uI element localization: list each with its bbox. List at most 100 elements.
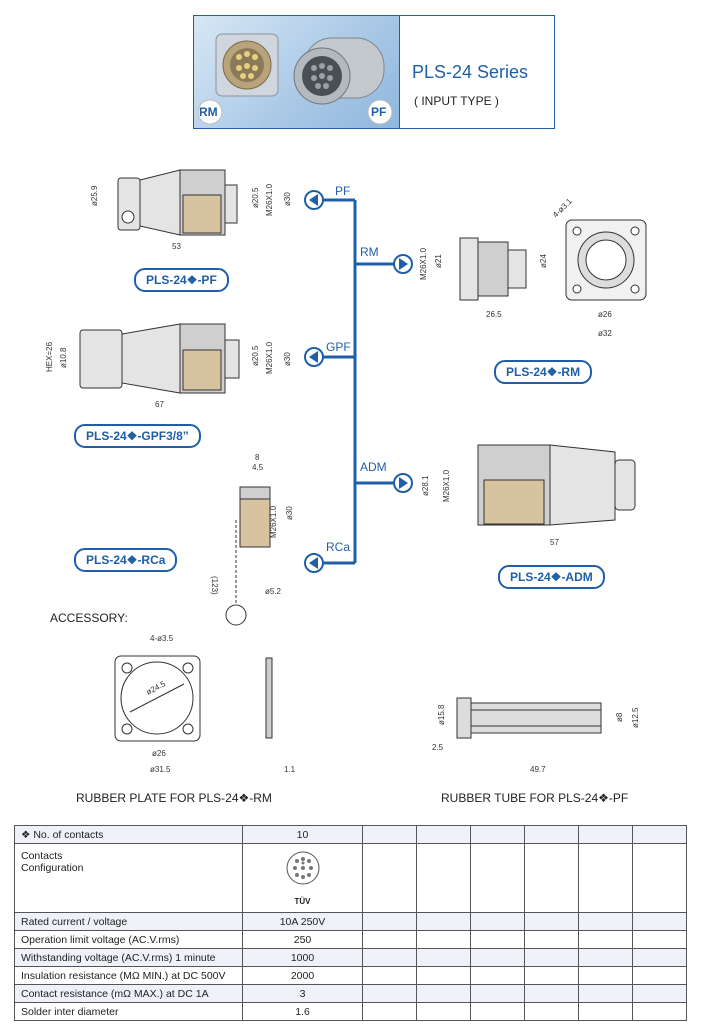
- product-photo: RM PF: [194, 16, 399, 128]
- dim-label: 49.7: [530, 765, 546, 774]
- rm-drawing: [459, 219, 647, 301]
- connector-photo-illustration: [197, 33, 393, 125]
- row-value: 250: [242, 930, 363, 949]
- rca-drawing: [225, 486, 271, 626]
- dim-label: ø25.9: [90, 185, 99, 206]
- route-label-rm: RM: [360, 245, 379, 259]
- config-line-1: Contacts: [21, 850, 63, 862]
- contact-layout-icon: [286, 851, 319, 885]
- badge-pf: PF: [371, 105, 387, 119]
- route-label-adm: ADM: [360, 460, 387, 474]
- dim-label: HEX=26: [45, 341, 54, 372]
- badge-rm: RM: [199, 105, 218, 119]
- accessory-label: ACCESSORY:: [50, 611, 128, 625]
- model-pill-gpf: PLS-24❖-GPF3/8”: [74, 424, 201, 448]
- caption-rubber-tube: RUBBER TUBE FOR PLS-24❖-PF: [441, 791, 629, 805]
- adm-drawing: [477, 444, 636, 526]
- series-subtitle: ( INPUT TYPE ): [414, 94, 499, 108]
- dim-label: M26X1.0: [265, 341, 274, 374]
- row-label: Insulation resistance (MΩ MIN.) at DC 50…: [14, 966, 243, 985]
- dim-label: 1.1: [284, 765, 296, 774]
- title-panel: PLS-24 Series ( INPUT TYPE ): [399, 16, 555, 128]
- row-label-config: Contacts Configuration: [14, 843, 243, 913]
- pf-drawing: [117, 169, 238, 236]
- dim-label: ø30: [283, 192, 292, 206]
- dim-label: M26X1.0: [442, 469, 451, 502]
- dim-label: 2.5: [432, 743, 444, 752]
- dim-label: (123): [210, 576, 219, 595]
- model-pill-rca: PLS-24❖-RCa: [74, 548, 178, 572]
- row-label: Withstanding voltage (AC.V.rms) 1 minute: [14, 948, 243, 967]
- dim-label: ø20.5: [251, 345, 260, 366]
- diagram-canvas: ø25.9 ø20.5 M26X1.0 ø30 53 4-ø3.1 M26X1.…: [45, 169, 647, 774]
- row-value: 10A 250V: [242, 912, 363, 931]
- arrow-right-icon: [399, 477, 408, 489]
- row-label: ❖ No. of contacts: [14, 825, 243, 844]
- dim-label: 4.5: [252, 463, 264, 472]
- spec-table: ❖ No. of contacts 10 Contacts Configurat…: [14, 825, 687, 1021]
- model-pill-rm: PLS-24❖-RM: [494, 360, 593, 384]
- dim-label: ø32: [598, 329, 612, 338]
- table-row: Contact resistance (mΩ MAX.) at DC 1A 3: [14, 984, 687, 1003]
- table-row: Operation limit voltage (AC.V.rms) 250: [14, 930, 687, 949]
- routing-tree: [322, 198, 395, 565]
- dim-label: ø28.1: [421, 475, 430, 496]
- arrow-right-icon: [399, 258, 408, 270]
- dim-label: 57: [550, 538, 559, 547]
- contact-config-cell: TÜV: [242, 843, 363, 913]
- gpf-drawing: [79, 323, 240, 394]
- dim-label: ø30: [285, 506, 294, 520]
- table-row: ❖ No. of contacts 10: [14, 825, 687, 844]
- dim-label: 4-ø3.5: [150, 634, 174, 643]
- dim-label: M26X1.0: [265, 183, 274, 216]
- row-value: 1.6: [242, 1002, 363, 1021]
- dim-label: ø31.5: [150, 765, 171, 774]
- dim-label: ø21: [434, 254, 443, 268]
- dim-label: ø12.5: [631, 707, 640, 728]
- arrow-left-icon: [309, 194, 318, 206]
- dim-label: 8: [255, 453, 260, 462]
- route-label-gpf: GPF: [326, 340, 351, 354]
- dim-label: M26X1.0: [419, 247, 428, 280]
- row-value: 1000: [242, 948, 363, 967]
- row-value: 2000: [242, 966, 363, 985]
- dim-label: ø15.8: [437, 704, 446, 725]
- dim-label: 67: [155, 400, 164, 409]
- row-label: Rated current / voltage: [14, 912, 243, 931]
- table-row: Contacts Configuration TÜV: [14, 843, 687, 913]
- dim-label: ø8: [615, 712, 624, 722]
- series-title: PLS-24 Series: [412, 62, 529, 82]
- dim-label: ø26: [598, 310, 612, 319]
- dim-label: M26X1.0: [269, 505, 278, 538]
- config-line-2: Configuration: [21, 862, 84, 874]
- dim-label: ø30: [283, 352, 292, 366]
- dim-label: 4-ø3.1: [551, 196, 574, 219]
- table-row: Solder inter diameter 1.6: [14, 1002, 687, 1021]
- dim-label: ø26: [152, 749, 166, 758]
- table-row: Rated current / voltage 10A 250V: [14, 912, 687, 931]
- arrow-left-icon: [309, 351, 318, 363]
- arrow-left-icon: [309, 557, 318, 569]
- dim-label: ø20.5: [251, 187, 260, 208]
- caption-rubber-plate: RUBBER PLATE FOR PLS-24❖-RM: [76, 791, 272, 805]
- route-label-pf: PF: [335, 184, 351, 198]
- route-label-rca: RCa: [326, 540, 351, 554]
- row-value: 10: [242, 825, 363, 844]
- row-label: Solder inter diameter: [14, 1002, 243, 1021]
- dim-label: ø24: [539, 254, 548, 268]
- model-pill-adm: PLS-24❖-ADM: [498, 565, 605, 589]
- dim-label: 26.5: [486, 310, 502, 319]
- route-arrows: [304, 190, 413, 573]
- header-box: RM PF PLS-24 Series ( INPUT TYPE ): [193, 15, 555, 129]
- row-value: 3: [242, 984, 363, 1003]
- dim-label: ø10.8: [59, 347, 68, 368]
- row-label: Contact resistance (mΩ MAX.) at DC 1A: [14, 984, 243, 1003]
- rubber-plate-drawing: [114, 655, 273, 742]
- model-pill-pf: PLS-24❖-PF: [134, 268, 229, 292]
- dim-label: 53: [172, 242, 181, 251]
- table-row: Insulation resistance (MΩ MIN.) at DC 50…: [14, 966, 687, 985]
- certification-marks: TÜV: [294, 897, 311, 906]
- table-row: Withstanding voltage (AC.V.rms) 1 minute…: [14, 948, 687, 967]
- dim-label: ø5.2: [265, 587, 282, 596]
- row-label: Operation limit voltage (AC.V.rms): [14, 930, 243, 949]
